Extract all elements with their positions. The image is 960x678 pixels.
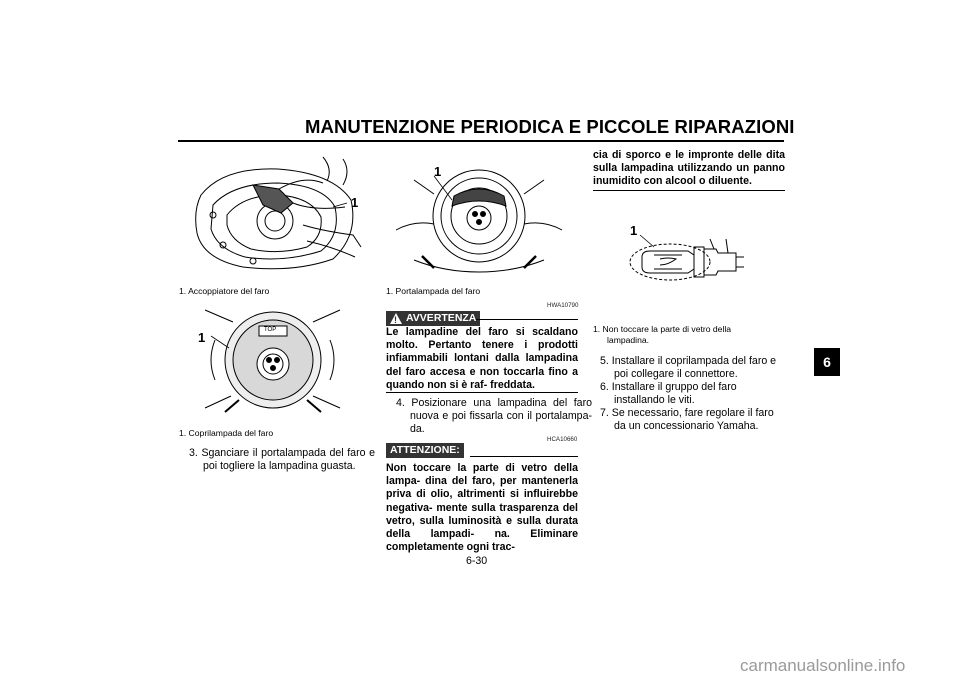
watermark: carmanualsonline.info <box>740 656 906 675</box>
warning-rule-top <box>476 319 578 321</box>
figure-bulb-holder: 1 <box>394 160 564 275</box>
headlight-coupler-illustration <box>195 156 362 270</box>
caution-text: Non toccare la parte di vetro della lamp… <box>386 462 578 554</box>
top-marking-label: TOP <box>264 327 277 333</box>
figure-callout: 1 <box>198 330 206 345</box>
caution-reference-code: HCA10660 <box>547 436 578 443</box>
figure-bulb: 1 <box>620 215 770 305</box>
bulb-cover-illustration <box>204 309 341 413</box>
bulb-illustration <box>629 234 744 281</box>
step-6-text: 6. Installare il gruppo del faro install… <box>600 381 737 406</box>
figure-callout: 1 <box>351 195 359 210</box>
page-number: 6-30 <box>466 555 488 567</box>
caution-badge: ATTENZIONE: <box>386 443 464 458</box>
page-title: MANUTENZIONE PERIODICA E PICCOLE RIPARAZ… <box>305 116 795 137</box>
caution-rule-top <box>470 456 578 458</box>
warning-rule-bottom <box>386 392 578 394</box>
steps-list: 5. Installare il coprilampada del faro e… <box>600 355 786 433</box>
figure-caption: 1. Coprilampada del faro <box>179 428 274 438</box>
step-4-text: 4. Posizionare una lampadina del faro nu… <box>396 397 592 435</box>
warning-label: AVVERTENZA <box>406 312 477 324</box>
caution-continued-text: cia di sporco e le impronte delle dita s… <box>593 149 785 188</box>
warning-badge: AVVERTENZA <box>386 311 481 328</box>
figure-callout: 1 <box>434 164 442 179</box>
figure-headlight-coupler: 1 <box>183 155 363 275</box>
warning-text: Le lampadine del faro si scaldano molto.… <box>386 326 578 391</box>
step-7-text: 7. Se necessario, fare regolare il faro … <box>600 407 774 432</box>
warning-reference-code: HWA10790 <box>547 302 579 309</box>
warning-triangle-icon <box>390 313 402 328</box>
figure-bulb-cover: TOP 1 <box>195 300 350 418</box>
bulb-holder-illustration <box>395 169 563 273</box>
figure-caption: 1. Non toccare la parte di vetro della l… <box>593 324 732 345</box>
step-5-text: 5. Installare il coprilampada del faro e… <box>600 355 777 380</box>
step-3-text: 3. Sganciare il portalampada del faro e … <box>189 447 375 472</box>
chapter-tab: 6 <box>814 348 840 376</box>
figure-caption: 1. Portalampada del faro <box>386 286 481 296</box>
figure-caption: 1. Accoppiatore del faro <box>179 286 270 296</box>
figure-callout: 1 <box>630 223 638 238</box>
caution-rule-bottom <box>593 190 785 192</box>
header-rule <box>178 140 784 142</box>
